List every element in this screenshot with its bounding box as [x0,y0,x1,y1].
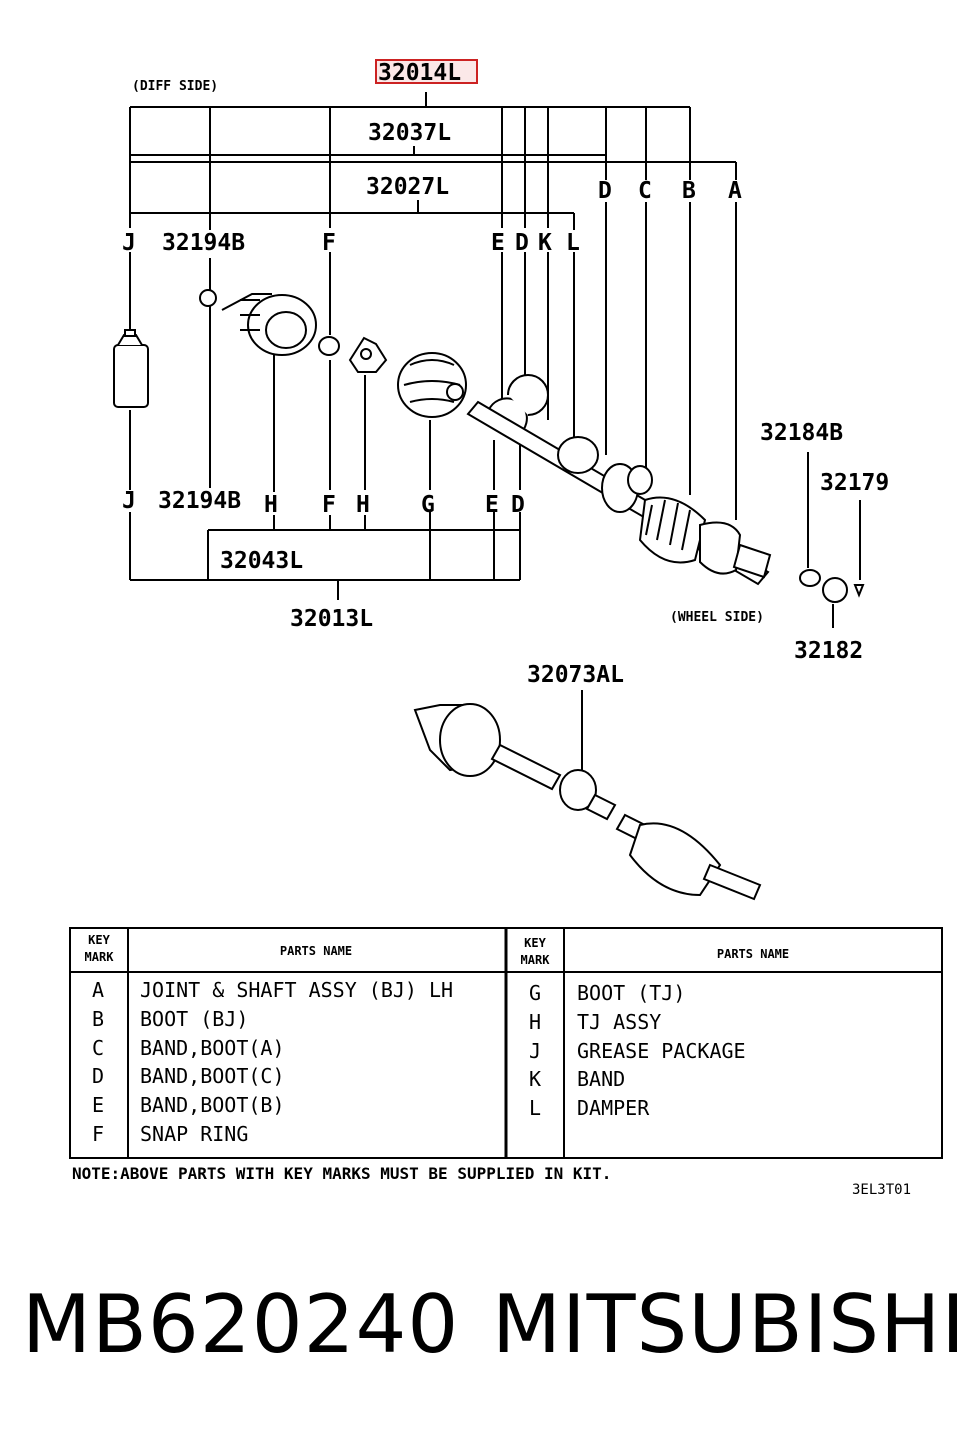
table-part-name: BOOT (TJ) [577,981,685,1005]
table-part-name: BAND [577,1067,625,1091]
key-mark-header-right-1: KEY [524,936,546,950]
key-letter-F-top: F [322,230,336,256]
part-number-32184B: 32184B [760,420,843,446]
key-letter-J-bottom: J [122,488,136,514]
wheel-side-label: (WHEEL SIDE) [670,610,764,625]
key-letter-E-bottom: E [485,492,499,518]
key-letter-L: L [566,230,580,256]
part-number-32194B-bottom: 32194B [158,488,241,514]
table-part-name: JOINT & SHAFT ASSY (BJ) LH [140,978,453,1002]
key-letter-K: K [538,230,552,256]
key-mark-header-right-2: MARK [521,953,551,967]
part-number-32182: 32182 [794,638,863,664]
table-mark: G [529,981,541,1005]
part-number-32027L: 32027L [366,174,449,200]
table-mark: C [92,1036,104,1060]
exploded-parts [113,289,865,603]
key-letter-B: B [682,178,696,204]
highlight-box [375,59,478,84]
key-letter-G: G [421,492,435,518]
parts-name-header-right: PARTS NAME [717,947,789,961]
table-part-name: BAND,BOOT(A) [140,1036,285,1060]
table-mark: K [529,1067,541,1091]
assembled-shaft [413,703,762,901]
key-letter-H-1: H [264,492,278,518]
key-letter-E-top: E [491,230,505,256]
diff-side-label: (DIFF SIDE) [132,79,218,94]
note-text: NOTE:ABOVE PARTS WITH KEY MARKS MUST BE … [72,1164,611,1183]
key-letter-F-bottom: F [322,492,336,518]
key-letter-D-bottom: D [511,492,525,518]
key-letter-D-mid: D [515,230,529,256]
diagram-code: 3EL3T01 [852,1182,911,1198]
part-number-32013L: 32013L [290,606,373,632]
table-mark: L [529,1096,541,1120]
part-number-32037L: 32037L [368,120,451,146]
part-number-32073AL: 32073AL [527,662,624,688]
key-letter-D-top: D [598,178,612,204]
key-mark-header-left-2: MARK [85,950,115,964]
parts-table [69,927,943,1159]
key-letter-J-top: J [122,230,136,256]
table-part-name: BAND,BOOT(C) [140,1064,285,1088]
table-mark: J [529,1039,541,1063]
part-number-footer: MB620240 [22,1278,460,1371]
key-letter-H-2: H [356,492,370,518]
key-mark-header-left-1: KEY [88,933,110,947]
table-part-name: SNAP RING [140,1122,248,1146]
table-part-name: TJ ASSY [577,1010,661,1034]
table-mark: B [92,1007,104,1031]
table-mark: E [92,1093,104,1117]
table-part-name: DAMPER [577,1096,650,1120]
brand-footer: MITSUBISHI [492,1278,960,1371]
key-letter-C: C [638,178,652,204]
part-number-32179: 32179 [820,470,889,496]
table-mark: F [92,1122,104,1146]
table-mark: D [92,1064,104,1088]
table-mark: H [529,1010,541,1034]
parts-name-header-left: PARTS NAME [280,944,352,958]
part-number-32014L: 32014L [378,60,461,86]
table-part-name: BOOT (BJ) [140,1007,248,1031]
part-number-32194B-top: 32194B [162,230,245,256]
part-number-32043L: 32043L [220,548,303,574]
key-letter-A: A [728,178,742,204]
table-mark: A [92,978,104,1002]
table-part-name: GREASE PACKAGE [577,1039,746,1063]
table-part-name: BAND,BOOT(B) [140,1093,285,1117]
